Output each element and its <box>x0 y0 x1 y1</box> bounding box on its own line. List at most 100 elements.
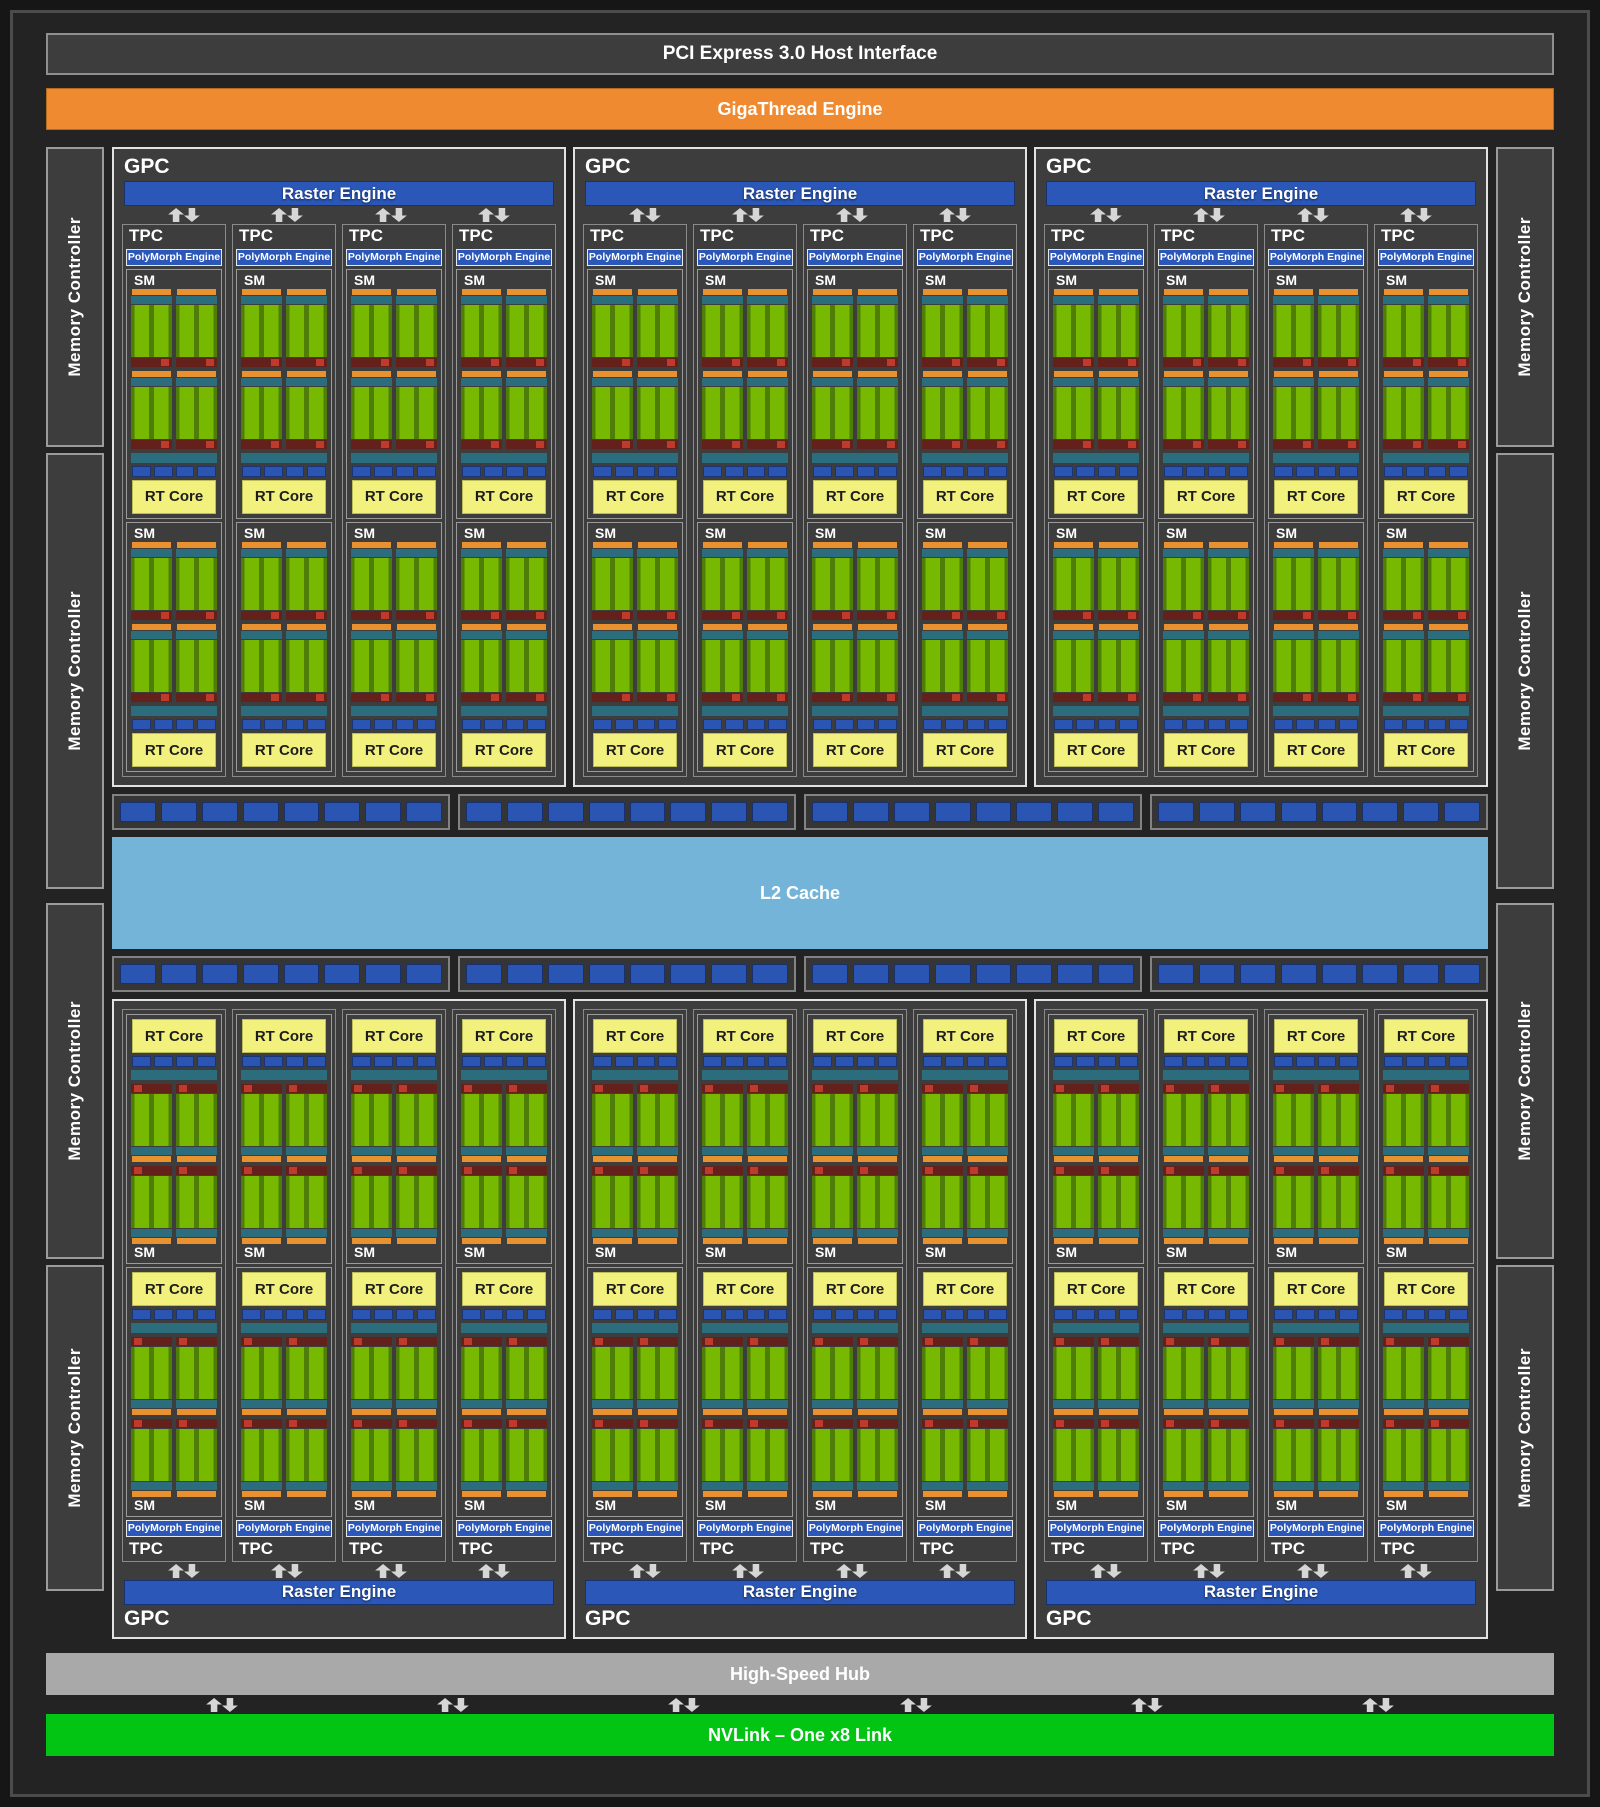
sm-maroon-bar <box>1428 693 1469 703</box>
sm-orange-bar <box>1274 623 1313 630</box>
sm-core-array <box>1318 1176 1359 1229</box>
l2-segment-group <box>112 794 450 830</box>
l2-segment <box>812 964 848 984</box>
up-down-arrows-icon <box>628 1563 662 1578</box>
rt-core-box: RT Core <box>1054 1272 1138 1307</box>
sm-cache-segment <box>856 1056 876 1067</box>
sm-teal-bar <box>176 630 217 639</box>
sm-orange-bar <box>242 1238 281 1245</box>
sm-wide-teal-bar <box>812 1070 898 1080</box>
sm-core-array <box>461 304 502 357</box>
red-square <box>316 611 324 619</box>
sm-core-section <box>967 288 1008 367</box>
sm-maroon-bar <box>812 1166 853 1176</box>
sm-core-array <box>176 1347 217 1400</box>
sm-teal-bar <box>1053 1400 1094 1409</box>
sm-core-section <box>1383 1337 1424 1416</box>
red-square <box>640 1085 648 1092</box>
polymorph-engine-badge: PolyMorph Engine <box>126 248 222 266</box>
sm-teal-bar <box>637 1147 678 1156</box>
tpc-label: TPC <box>129 1539 163 1559</box>
sm-blue-segments <box>703 1056 787 1067</box>
memory-controller-label: Memory Controller <box>65 1001 84 1161</box>
red-square <box>426 440 434 448</box>
red-square <box>381 611 389 619</box>
sm-teal-bar <box>967 630 1008 639</box>
sm-teal-bar <box>131 1147 172 1156</box>
sm-teal-bar <box>857 377 898 386</box>
l2-segment <box>1403 964 1440 984</box>
sm-orange-bar <box>1384 288 1423 295</box>
sm-maroon-bar <box>1273 439 1314 449</box>
sm-teal-bar <box>747 630 788 639</box>
sm-cache-segment <box>483 1056 503 1067</box>
l2-segment <box>852 964 889 984</box>
sm-core-section <box>1053 288 1094 367</box>
sm-core-section <box>1318 370 1359 449</box>
sm-core-section <box>131 1337 172 1416</box>
sm-core-section <box>1163 370 1204 449</box>
red-square <box>1413 440 1421 448</box>
sm-teal-bar <box>241 295 282 304</box>
red-square <box>1128 611 1136 619</box>
sm-teal-bar <box>396 1400 437 1409</box>
sm-core-column <box>857 288 898 449</box>
sm-cache-segment <box>373 465 393 477</box>
sm-wide-teal-bar <box>702 1070 788 1080</box>
sm-core-columns <box>812 1084 898 1245</box>
sm-core-column <box>461 288 502 449</box>
sm-cache-segment <box>988 465 1007 477</box>
rt-core-box: RT Core <box>1054 1019 1138 1053</box>
sm-teal-bar <box>1053 630 1094 639</box>
up-down-arrows-icon <box>374 1563 408 1578</box>
sm-core-array <box>1273 304 1314 357</box>
sm-cache-segment <box>242 1056 261 1067</box>
sm-core-array <box>131 386 172 439</box>
sm-core-column <box>922 1337 963 1498</box>
sm-core-column <box>637 541 678 703</box>
sm-cache-segment <box>462 719 481 730</box>
memory-controller-box: Memory Controller <box>1496 453 1554 889</box>
red-square <box>179 1420 187 1428</box>
sm-core-array <box>176 557 217 610</box>
sm-core-columns <box>592 1084 678 1245</box>
sm-core-column <box>131 541 172 703</box>
sm-orange-bar <box>1319 623 1358 630</box>
sm-cache-segment <box>462 1309 481 1321</box>
sm-core-array <box>857 1429 898 1482</box>
sm-core-section <box>922 1166 963 1245</box>
sm-core-array <box>1383 557 1424 610</box>
sm-core-section <box>747 623 788 703</box>
red-square <box>1083 440 1091 448</box>
sm-teal-bar <box>1163 548 1204 557</box>
sm-core-array <box>461 557 502 610</box>
sm-orange-bar <box>593 1409 632 1416</box>
sm-core-column <box>1318 1084 1359 1245</box>
sm-teal-bar <box>747 1147 788 1156</box>
sm-core-section <box>922 1084 963 1163</box>
sm-core-array <box>592 1429 633 1482</box>
sm-core-column <box>176 541 217 703</box>
sm-wide-teal-bar <box>922 452 1008 463</box>
l2-segment <box>1057 802 1094 822</box>
red-square <box>206 440 214 448</box>
polymorph-engine-badge: PolyMorph Engine <box>697 1520 793 1538</box>
sm-core-section <box>351 541 392 620</box>
sm-core-column <box>592 541 633 703</box>
rt-core-box: RT Core <box>242 479 326 514</box>
sm-maroon-bar <box>1208 610 1249 620</box>
l2-segment <box>120 802 156 822</box>
sm-core-array <box>592 1094 633 1147</box>
sm-cache-segment <box>1405 465 1425 477</box>
sm-core-columns <box>131 1084 217 1245</box>
l2-segment <box>201 964 238 984</box>
sm-orange-bar <box>242 1409 281 1416</box>
sm-orange-bar <box>1384 1156 1423 1163</box>
sm-core-section <box>967 623 1008 703</box>
sm-wide-teal-bar <box>461 706 547 716</box>
